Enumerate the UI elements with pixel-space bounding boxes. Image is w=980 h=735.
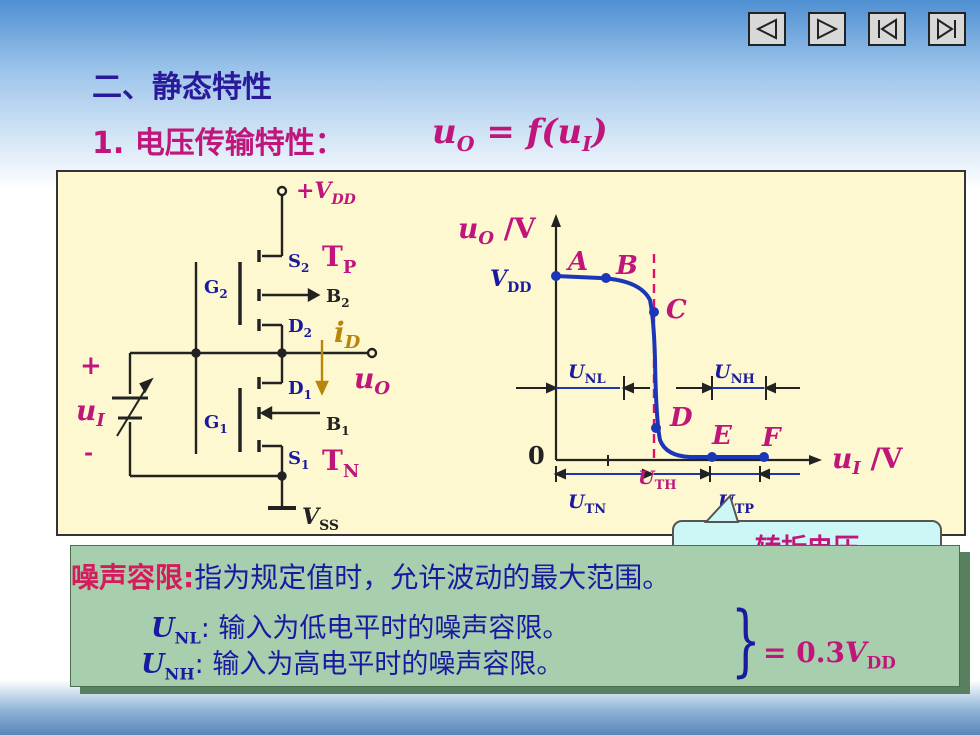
grouping-brace: } [731,596,761,686]
subsection-heading: 1. 电压传输特性： [92,126,345,161]
prev-icon [755,18,777,40]
noise-margin-notes: 噪声容限:指为规定值时，允许波动的最大范围。 UNL: 输入为低电平时的噪声容限… [70,545,960,687]
next-icon [817,18,839,40]
definition-line: 噪声容限:指为规定值时，允许波动的最大范围。 [71,561,671,594]
last-button[interactable] [928,12,966,46]
next-button[interactable] [808,12,846,46]
section-heading: 二、静态特性 [92,70,272,105]
navigation-bar [748,12,966,46]
unl-line: UNL: 输入为低电平时的噪声容限。 [151,613,570,648]
first-button[interactable] [868,12,906,46]
callout-pointer [703,494,740,523]
diagram-panel [56,170,966,536]
last-icon [937,18,956,40]
unh-line: UNH: 输入为高电平时的噪声容限。 [141,649,564,684]
prev-button[interactable] [748,12,786,46]
transfer-formula: uO = f(uI) [432,112,608,156]
first-icon [878,18,897,40]
result-formula: = 0.3VDD [763,636,896,673]
